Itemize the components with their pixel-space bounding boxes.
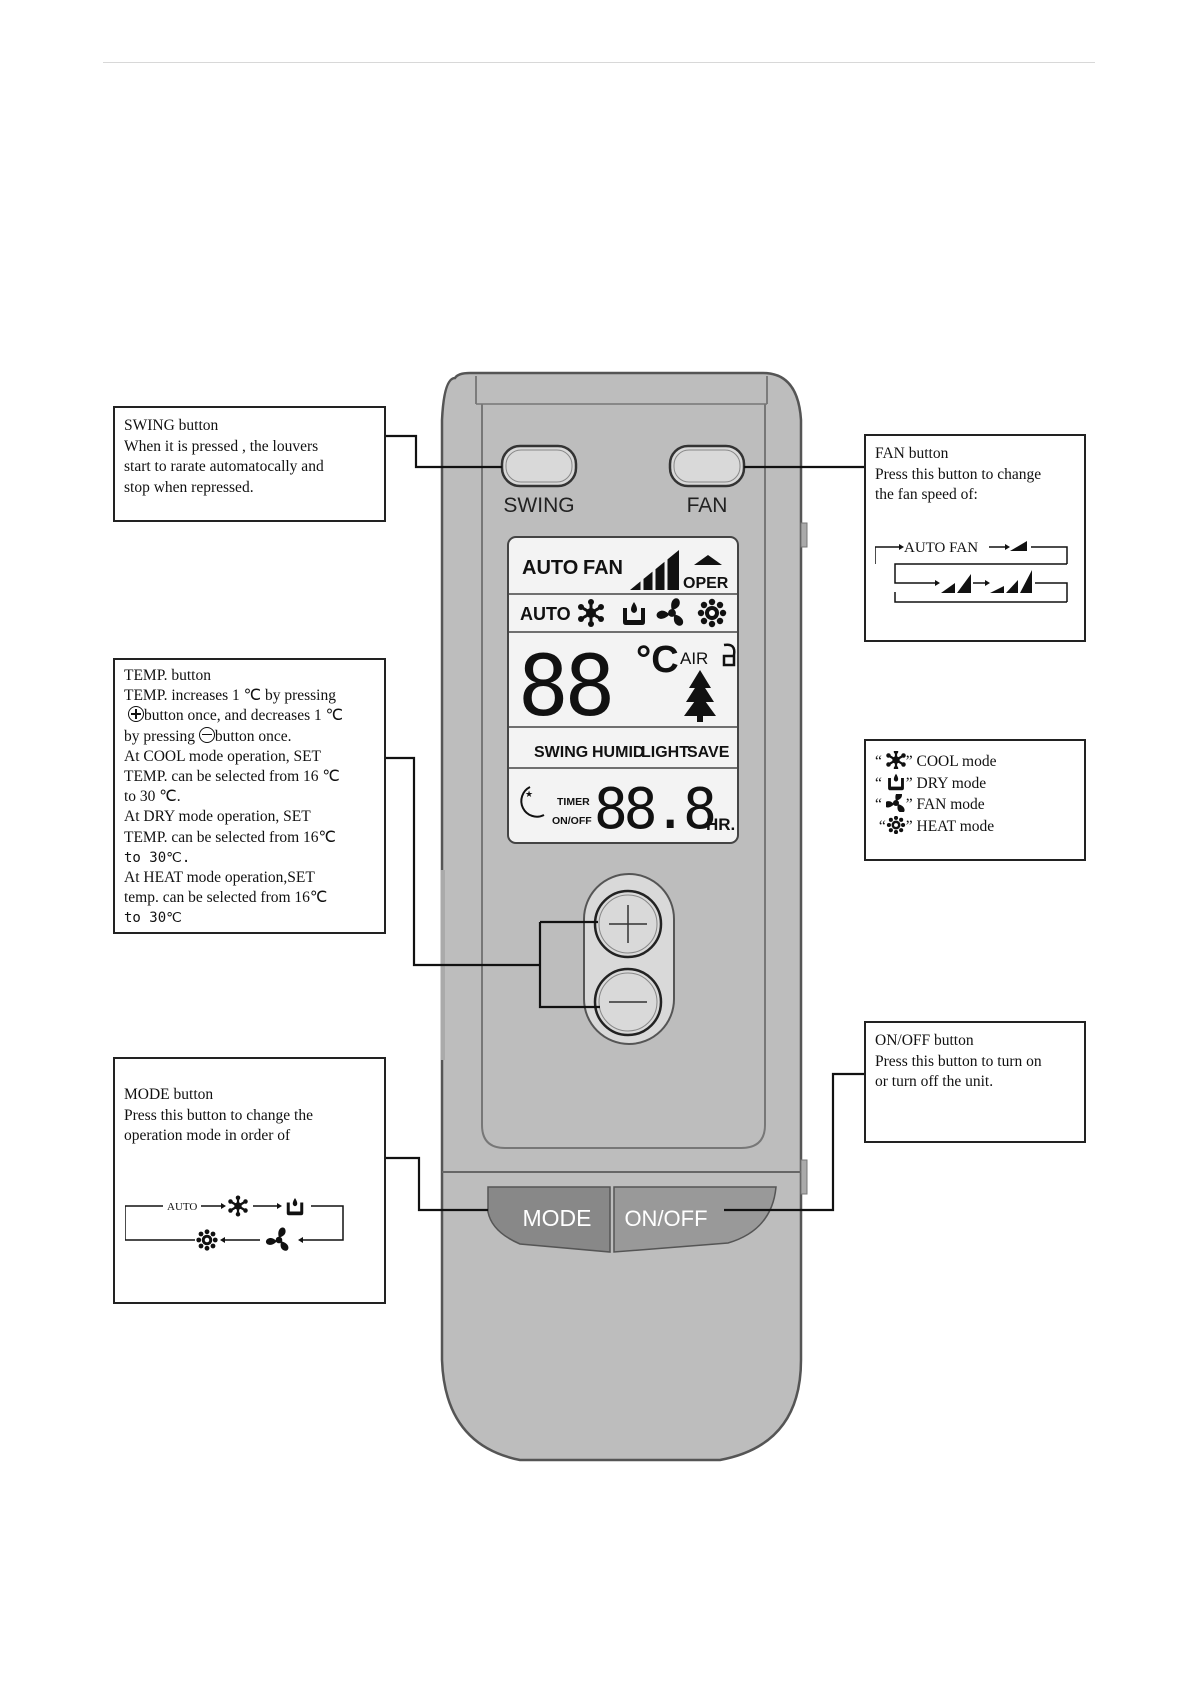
oper-arrow-icon [694,555,722,565]
mode-callout: MODE button Press this button to change … [113,1057,386,1304]
lcd-moon-icon [520,786,545,818]
lcd-tree-icon [684,670,716,722]
fan-high-icon [990,586,1004,593]
header-rule [103,62,1095,63]
svg-text:★: ★ [525,789,533,799]
onoff-callout-line: Press this button to turn on [875,1052,1042,1070]
lcd-swing: SWING [534,744,588,761]
lcd-unit: °C [636,639,679,681]
mode-dry-icon [286,1198,304,1216]
temp-callout-line: TEMP. increases 1 ℃ by pressing [124,687,336,705]
fan-label: FAN [687,494,728,517]
fan-callout-title: FAN button [875,445,949,462]
temp-callout-line: button once, and decreases 1 ℃ [144,707,344,725]
mode-cycle: AUTO [125,1194,344,1252]
temp-callout-line: to 30℃. [124,849,191,866]
mode-legend-callout: “ ” COOL mode “ ” DRY mode “ ” FAN mode … [864,739,1086,861]
onoff-callout-line: or turn off the unit. [875,1073,994,1090]
onoff-callout: ON/OFF button Press this button to turn … [864,1021,1086,1143]
temp-callout-line: to 30 ℃. [124,788,181,806]
temp-callout-line: At COOL mode operation, SET [124,747,322,765]
mode-fan-icon [264,1227,291,1252]
mode-label: MODE [523,1205,592,1231]
swing-callout-line: start to rarate automatocally and [124,458,324,475]
plus-circle-icon [128,706,144,723]
dry-icon [887,773,904,790]
temp-callout-title: TEMP. button [124,667,211,684]
temp-callout-line: TEMP. can be selected from 16 ℃ [124,768,340,786]
temp-callout-line: At DRY mode operation, SET [124,808,311,826]
lcd-auto-fan: AUTO [522,557,578,579]
swing-callout-line: stop when repressed. [124,478,254,496]
temp-callout-line: to 30℃ [124,910,182,927]
snowflake-icon [884,748,907,772]
legend-heat: “” HEAT mode [875,815,1075,838]
mode-button[interactable] [487,1186,611,1253]
lcd-air: AIR [680,649,708,668]
legend-cool: “ ” COOL mode [875,748,1075,773]
onoff-label: ON/OFF [624,1206,707,1231]
fan-speed-cycle: AUTO FAN [875,540,1068,603]
sun-icon [886,815,905,834]
lcd-hr: HR. [706,815,735,834]
swing-callout-line: When it is pressed , the louvers [124,437,319,455]
lcd-signal-icon [722,643,736,667]
temp-callout-line: At HEAT mode operation,SET [124,869,315,887]
mode-cool-icon [227,1194,249,1218]
lcd-fan: FAN [583,557,623,579]
temp-callout-line: temp. can be selected from 16℃ [124,889,328,907]
temp-callout-line: button once. [214,727,292,745]
lcd-save: SAVE [687,744,730,761]
lcd-temperature: 88 [518,637,611,735]
minus-circle-icon [198,726,215,743]
swing-callout: SWING button When it is pressed , the lo… [113,406,386,522]
temp-callout-line: by pressing [124,727,196,745]
lcd-onoff: ON/OFF [552,815,592,827]
fan-icon [882,791,906,814]
leader-lines [386,434,864,1212]
lcd-oper: OPER [683,575,729,592]
fan-callout-line: Press this button to change [875,465,1042,483]
fan-mid-icon [941,583,955,593]
lcd-display: AUTO FAN OPER AUTO 88 °C AIR SWING HUMID… [507,536,739,844]
swing-label: SWING [503,494,574,517]
fan-low-icon [1010,541,1027,551]
temp-callout: TEMP. button TEMP. increases 1 ℃ by pres… [113,658,386,934]
mode-cycle-auto: AUTO [167,1201,197,1213]
legend-fan: “ ” FAN mode [875,791,1075,816]
mode-heat-icon [196,1229,218,1251]
temp-callout-line: TEMP. can be selected from 16℃ [124,828,336,846]
lcd-light: LIGHT [641,744,689,761]
lcd-mode-auto: AUTO [520,604,571,624]
lcd-hours: 88.8 [594,777,714,842]
lcd-sun-icon [697,598,727,628]
fan-cycle-label: AUTO FAN [904,540,978,556]
fan-callout: FAN button Press this button to change t… [864,434,1086,642]
onoff-callout-title: ON/OFF button [875,1032,974,1049]
mode-callout-line: operation mode in order of [124,1127,291,1144]
onoff-button[interactable] [613,1186,777,1253]
swing-callout-title: SWING button [124,417,219,434]
mode-callout-title: MODE button [124,1086,214,1103]
fan-callout-line: the fan speed of: [875,486,978,503]
mode-callout-line: Press this button to change the [124,1106,313,1124]
lcd-timer: TIMER [557,796,590,808]
lcd-humid: HUMID [592,744,644,761]
legend-dry: “ ” DRY mode [875,773,987,792]
